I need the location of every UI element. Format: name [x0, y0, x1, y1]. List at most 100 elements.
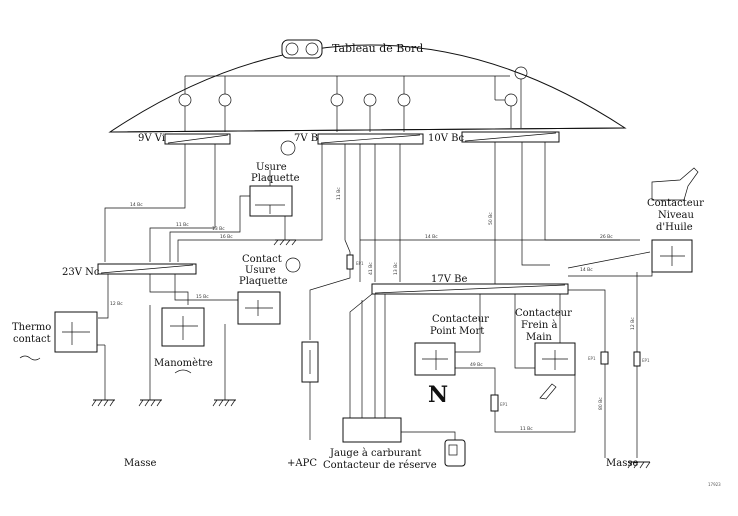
fuse-ep1-label: EP1 — [356, 261, 364, 266]
dashboard-lamps — [178, 66, 528, 132]
ground-icon — [279, 239, 285, 246]
frein-label-3: Main — [526, 332, 552, 343]
lamp-icon — [178, 93, 192, 107]
wire — [568, 270, 653, 277]
ground-icon — [633, 461, 639, 469]
resistor — [633, 351, 641, 367]
ground-icon — [224, 399, 230, 407]
jauge-label-2: Contacteur de réserve — [323, 460, 437, 471]
fuel-tank-icon — [448, 444, 458, 456]
ground-icon — [273, 239, 279, 246]
wire — [149, 274, 189, 305]
connector-17v-label: 17V Be — [431, 274, 467, 285]
wire — [494, 375, 576, 433]
wire-label: 80 Bc — [598, 397, 604, 410]
lamp-icon — [514, 66, 528, 80]
lamp-icon — [218, 93, 232, 107]
ground-icon — [230, 399, 236, 407]
wire-label: 12 Bc — [110, 301, 123, 307]
wire-label: 11 Bc — [176, 222, 189, 228]
ground-icon — [138, 399, 144, 407]
connector-23v-label: 23V Nc — [62, 267, 100, 278]
wire-label: 16 Bc — [220, 234, 233, 240]
jauge-label-1: Jauge à carburant — [329, 448, 421, 459]
wire-label: 15 Bc — [196, 294, 209, 300]
wire-label: 13 Bc — [212, 226, 225, 232]
fuse-ep1-b-label: EP1 — [500, 402, 508, 407]
wire — [309, 269, 351, 340]
ground-icon — [97, 399, 103, 407]
connector-slash — [100, 264, 194, 274]
ground-icon — [156, 399, 162, 407]
wire-label: 14 Bc — [130, 202, 143, 208]
masse-left-label: Masse — [124, 458, 156, 469]
lamp-icon — [330, 93, 344, 107]
ground-icon — [212, 399, 218, 407]
connector-slash — [374, 284, 566, 294]
lamp-icon — [280, 140, 296, 156]
ground-icon — [285, 239, 291, 246]
lamp-icon — [397, 93, 411, 107]
ground-icon — [645, 461, 651, 469]
ground-icon — [639, 461, 645, 469]
connector-slash — [320, 134, 421, 144]
resistor-label: EP1 — [588, 356, 596, 361]
fuse-ep1 — [346, 254, 354, 270]
wire-label: 11 Bc — [336, 187, 342, 200]
wire — [514, 294, 535, 369]
handbrake-icon — [539, 383, 557, 400]
lamp-icon — [285, 257, 301, 273]
contact-label-2: Usure — [245, 265, 276, 276]
resistor-label: EP1 — [642, 358, 650, 363]
wire-label: 11 Bc — [520, 426, 533, 432]
lamp-icon — [363, 93, 377, 107]
resistor — [600, 351, 609, 365]
masse-right-label: Masse — [606, 458, 638, 469]
usure-plaquette-sensor — [249, 185, 293, 217]
ground-icon — [627, 461, 633, 469]
wire-label: 26 Bc — [600, 234, 613, 240]
niveau-label-3: d'Huile — [656, 222, 693, 233]
tableau-title: Tableau de Bord — [332, 42, 423, 55]
dashboard-outline — [108, 44, 627, 133]
manometre-icon — [174, 369, 192, 374]
ground-icon — [218, 399, 224, 407]
dashboard-base-line — [109, 127, 626, 133]
wire-label: 14 Bc — [425, 234, 438, 240]
wire-label: 12 Bc — [630, 317, 636, 330]
niveau-label-1: Contacteur — [647, 198, 704, 209]
reference-number: 17923 — [708, 482, 721, 487]
thermo-label-1: Thermo — [12, 322, 51, 333]
connector-10v-label: 10V Bc — [428, 133, 464, 144]
connector-slash — [464, 132, 557, 142]
niveau-huile-sensor — [651, 239, 693, 273]
oil-can-icon — [651, 167, 699, 201]
wire-label: 14 Bc — [580, 267, 593, 273]
gauge-icon — [305, 42, 319, 56]
contact-label-3: Plaquette — [239, 276, 288, 287]
lamp-icon — [504, 93, 518, 107]
wire — [455, 367, 496, 395]
fuse-ep1-b — [490, 394, 499, 412]
gauge-icon — [285, 42, 299, 56]
thermo-icon — [19, 355, 41, 361]
wire-label: 49 Bc — [470, 362, 483, 368]
apc-label: +APC — [287, 458, 317, 469]
wire — [544, 142, 640, 241]
ground-icon — [150, 399, 156, 407]
ground-icon — [103, 399, 109, 407]
usure-label-1: Usure — [256, 162, 287, 173]
connector-slash — [167, 134, 229, 144]
wire — [177, 144, 323, 262]
wire — [455, 294, 481, 353]
connector-7v-label: 7V B — [294, 133, 318, 144]
wire — [174, 274, 238, 301]
wire — [98, 274, 109, 319]
wire — [344, 144, 351, 258]
ground-icon — [109, 399, 115, 407]
manometre-label: Manomètre — [154, 358, 213, 369]
wire — [568, 289, 606, 458]
connector-9v-label: 9V Vi — [138, 133, 165, 144]
ground-icon — [144, 399, 150, 407]
